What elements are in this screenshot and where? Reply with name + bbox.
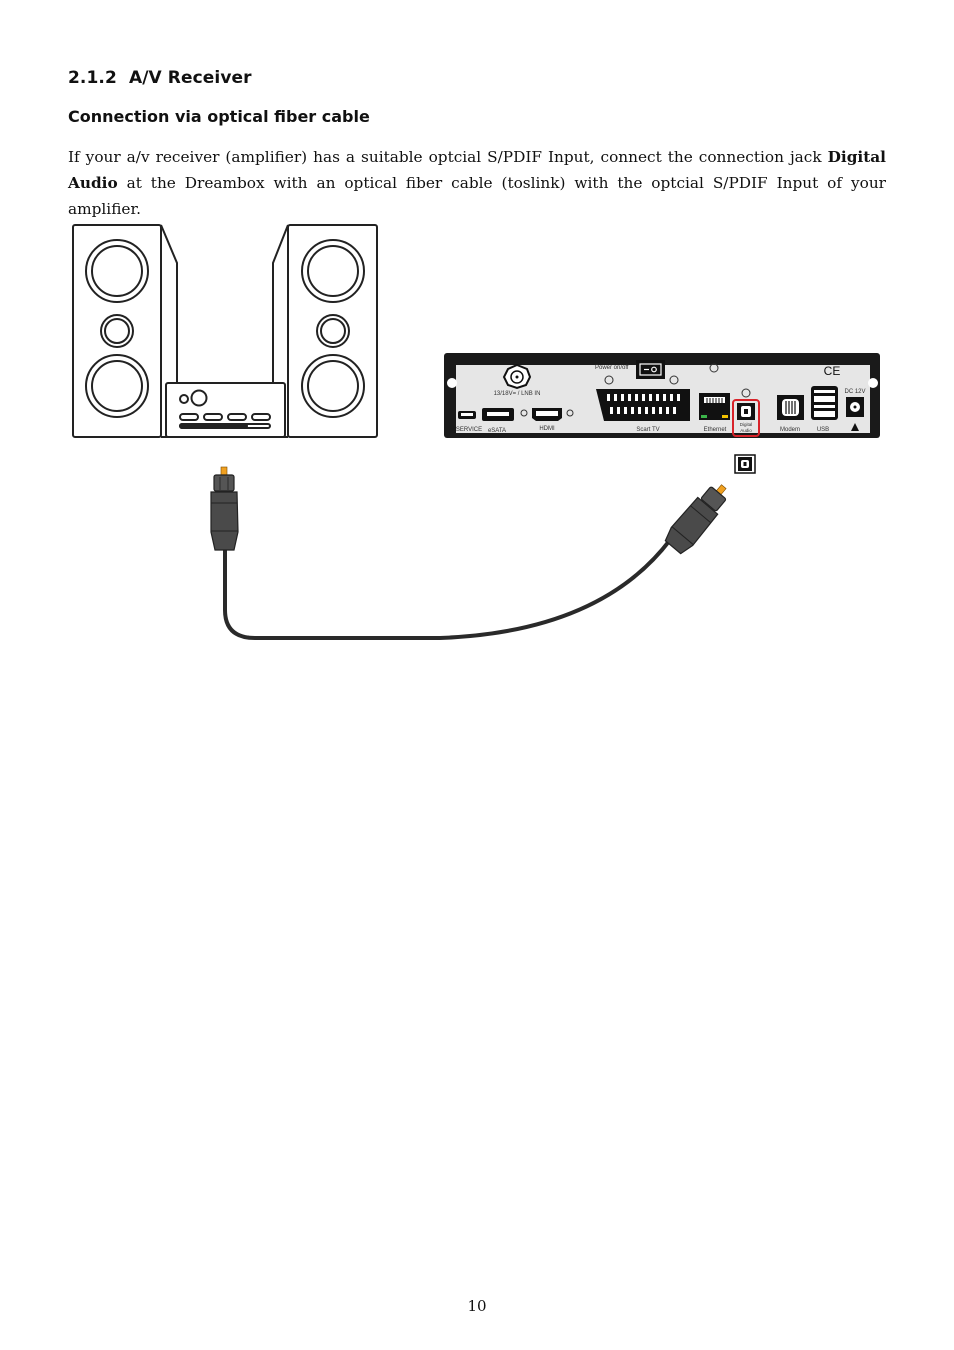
optical-symbol-icon (734, 454, 756, 474)
dreambox-rear-panel: 13/18V= / LNB IN SERVICE eSATA HDMI Powe… (444, 353, 880, 438)
hdmi-label: HDMI (539, 426, 555, 432)
digital-audio-label-1: Digital (740, 422, 753, 427)
warning-icon (851, 423, 859, 431)
subsection-heading: Connection via optical fiber cable (68, 107, 370, 126)
connection-diagram: 13/18V= / LNB IN SERVICE eSATA HDMI Powe… (72, 224, 880, 640)
digital-audio-label-2: Audio (740, 428, 752, 433)
usb-label: USB (817, 427, 829, 433)
esata-label: eSATA (488, 428, 506, 434)
ce-mark: CE (824, 364, 841, 378)
paragraph-text-2: at the Dreambox with an optical fiber ca… (68, 174, 886, 218)
optical-cable-icon (210, 466, 727, 640)
digital-audio-term: Digital Audio (68, 148, 886, 192)
paragraph-text-1: If your a/v receiver (amplifier) has a s… (68, 148, 828, 166)
section-title: A/V Receiver (128, 68, 252, 88)
section-heading: 2.1.2 A/V Receiver (68, 68, 252, 88)
ethernet-label: Ethernet (704, 427, 727, 433)
service-label: SERVICE (456, 427, 482, 433)
page-number: 10 (467, 1297, 487, 1315)
modem-label: Modem (780, 427, 800, 433)
lnb-connector-icon (502, 363, 532, 390)
power-switch-icon (636, 360, 665, 379)
scart-port-icon (596, 389, 690, 421)
dc-label: DC 12V (844, 389, 865, 395)
digital-audio-highlight (732, 399, 760, 437)
lnb-label: 13/18V= / LNB IN (494, 391, 541, 397)
section-number: 2.1.2 (68, 68, 117, 88)
scart-label: Scart TV (636, 427, 659, 433)
power-label: Power on/off (595, 365, 629, 371)
instruction-paragraph: If your a/v receiver (amplifier) has a s… (68, 144, 886, 222)
stereo-system-icon (72, 224, 378, 438)
